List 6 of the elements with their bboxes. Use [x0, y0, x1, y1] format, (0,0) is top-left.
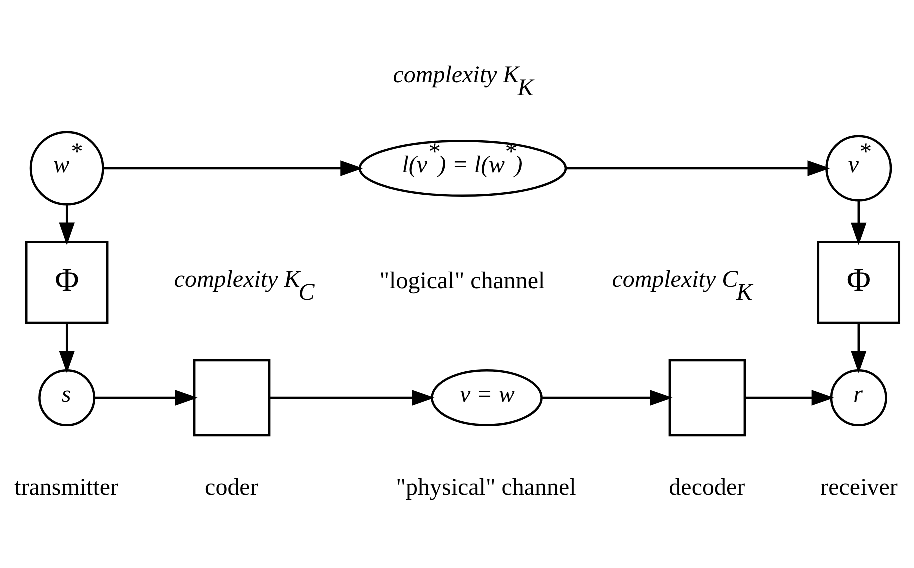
node-label: receiver	[820, 475, 898, 502]
node-label: decoder	[669, 475, 746, 502]
node-label: coder	[205, 475, 258, 502]
node-label: transmitter	[14, 475, 119, 502]
node-label: "physical" channel	[396, 475, 576, 502]
node-label: "logical" channel	[380, 268, 546, 294]
